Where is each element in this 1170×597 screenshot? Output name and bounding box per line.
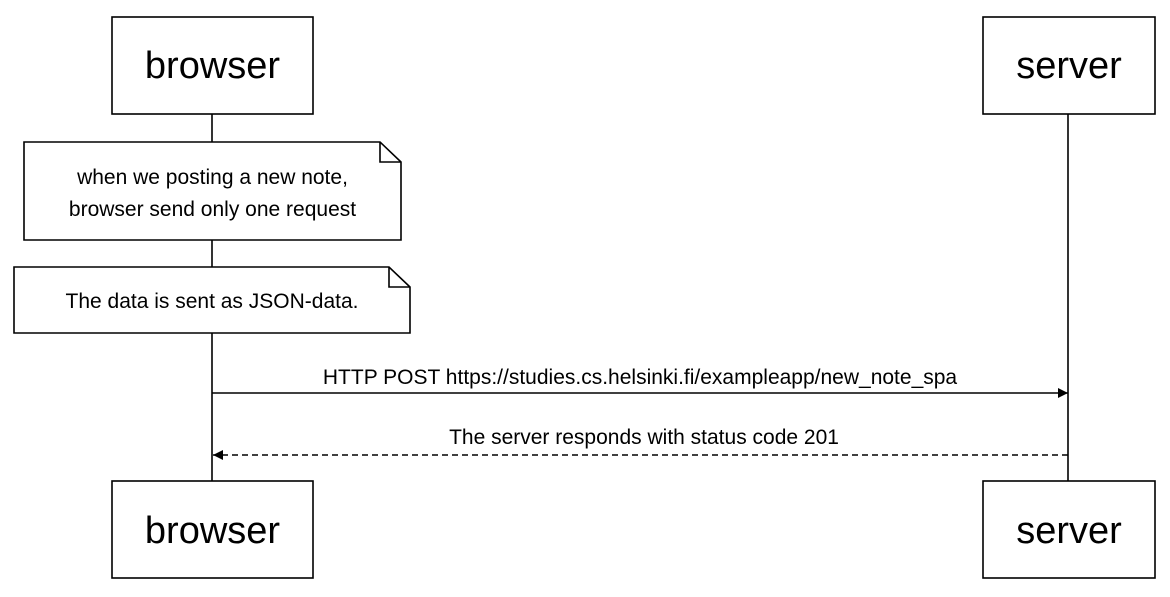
browser-actor-top-label: browser xyxy=(145,45,280,87)
message-http-post: HTTP POST https://studies.cs.helsinki.fi… xyxy=(212,366,1068,398)
note-posting-request-fold xyxy=(379,142,401,163)
note-posting-request-line-2: browser send only one request xyxy=(69,198,356,221)
server-actor-bottom-label: server xyxy=(1016,510,1122,552)
note-json-data-fold xyxy=(388,267,410,288)
note-posting-request-line-1: when we posting a new note, xyxy=(76,166,348,189)
server-actor-bottom: server xyxy=(982,480,1156,579)
note-json-data-box xyxy=(13,266,411,334)
browser-actor-top: browser xyxy=(111,16,314,115)
browser-actor-bottom-label: browser xyxy=(145,510,280,552)
message-http-post-label: HTTP POST https://studies.cs.helsinki.fi… xyxy=(323,366,958,389)
note-json-data: The data is sent as JSON-data. xyxy=(13,266,411,334)
note-json-data-line-1: The data is sent as JSON-data. xyxy=(66,290,359,313)
message-status-201: The server responds with status code 201 xyxy=(213,426,1068,460)
browser-actor-bottom: browser xyxy=(111,480,314,579)
server-actor-top: server xyxy=(982,16,1156,115)
note-posting-request: when we posting a new note, browser send… xyxy=(23,141,402,241)
message-status-201-label: The server responds with status code 201 xyxy=(449,426,839,449)
note-posting-request-box xyxy=(23,141,402,241)
server-actor-top-label: server xyxy=(1016,45,1122,87)
